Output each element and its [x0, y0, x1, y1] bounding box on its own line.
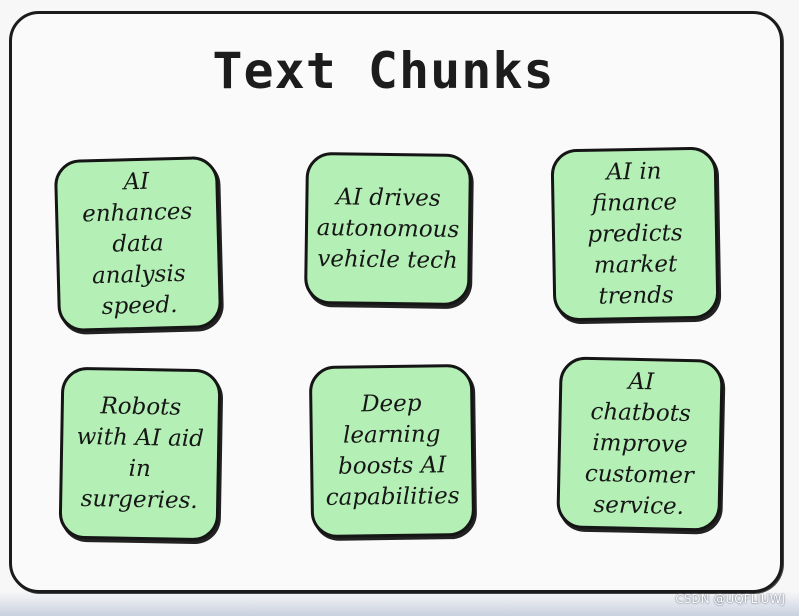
text-chunk-label: AI enhances data analysis speed. — [81, 168, 193, 320]
watermark: CSDN @UQFLIUWJ — [675, 592, 785, 606]
text-chunk-card: Deep learning boosts AI capabilities — [308, 363, 476, 539]
text-chunk-label: AI in finance predicts market trends — [587, 158, 683, 310]
text-chunk-card: AI drives autonomous vehicle tech — [303, 151, 473, 307]
text-chunk-label: Robots with AI aid in surgeries. — [76, 393, 205, 515]
diagram-title: Text Chunks — [212, 42, 555, 100]
text-chunk-label: AI chatbots improve customer service. — [584, 368, 695, 520]
text-chunk-label: Deep learning boosts AI capabilities — [325, 390, 460, 511]
text-chunk-card: AI chatbots improve customer service. — [556, 356, 724, 532]
text-chunk-card: Robots with AI aid in surgeries. — [58, 366, 222, 542]
text-chunk-card: AI enhances data analysis speed. — [53, 155, 223, 333]
text-chunk-card: AI in finance predicts market trends — [550, 146, 720, 322]
text-chunk-label: AI drives autonomous vehicle tech — [316, 183, 460, 274]
